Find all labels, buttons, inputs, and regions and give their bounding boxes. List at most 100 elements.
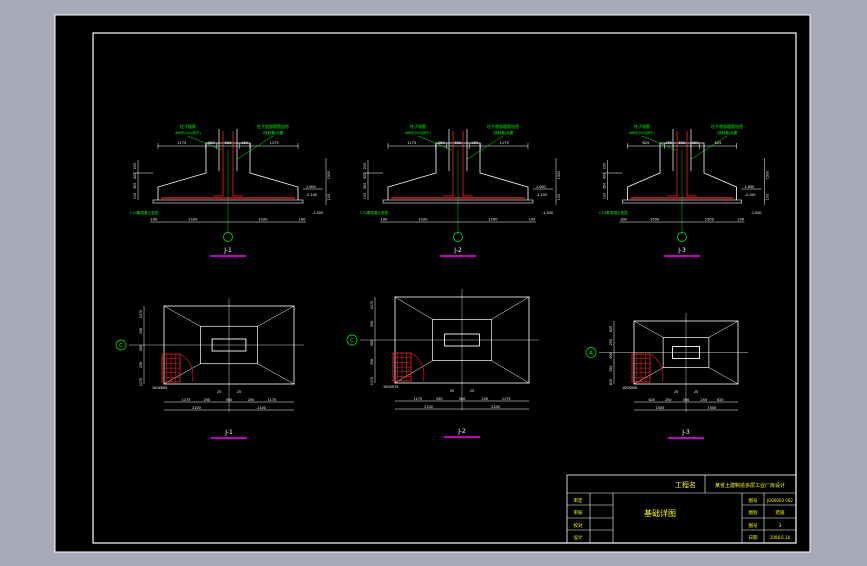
axis-label: C	[119, 343, 123, 349]
elevation-c: -1.500	[542, 211, 553, 215]
left-dim-3: 100	[133, 193, 137, 199]
plan-elevation: 100X500	[622, 386, 637, 390]
callout-right: 柱子底部箍筋加密	[257, 123, 289, 129]
leader	[187, 135, 223, 151]
plan-dim-4: 625	[717, 398, 723, 402]
plan-dim-3: 250	[482, 397, 488, 401]
plan-left-dim-3: 250	[609, 366, 613, 372]
callout-right-sub: (双肢箍)见图	[493, 130, 514, 135]
plan-total-1: 2100	[491, 405, 500, 409]
title-row-2: 校对	[574, 522, 583, 529]
dowel-rebar	[462, 131, 473, 197]
right-dim-1: 100	[327, 194, 331, 200]
section-caption: J-2	[453, 247, 462, 254]
rebar-arc	[410, 352, 425, 382]
plan-left-dim-1: 250	[139, 328, 143, 334]
leader	[235, 135, 274, 161]
top-dim-2: 500	[679, 141, 687, 145]
slope-line	[163, 305, 201, 327]
bottom-dim-0: 100	[381, 218, 389, 222]
left-dim-2: 350	[133, 183, 137, 189]
axis-bubble	[453, 232, 463, 242]
plan-total-0: 2100	[192, 406, 201, 410]
top-dim-3: 250	[692, 141, 700, 145]
plan-left-dim-0: 625	[609, 326, 613, 332]
footing-outline	[387, 142, 529, 200]
plan-left-dim-2: 500	[609, 352, 613, 358]
slope-line	[491, 296, 530, 320]
plan-dim-4: 1175	[268, 398, 277, 402]
plan-dim-2: 500	[459, 397, 465, 401]
top-dim-0: 1175	[407, 141, 416, 145]
slope-line	[394, 296, 433, 320]
plan-left-dim-0: 1175	[370, 301, 374, 309]
plan-left-dim-4: 1175	[370, 377, 374, 385]
left-dim-3: 100	[363, 193, 367, 199]
top-dim-1: 250	[208, 141, 216, 145]
rebar-arc	[649, 353, 664, 383]
plan-dim-1: 250	[665, 398, 671, 402]
axis-bubble	[346, 334, 358, 346]
title-block: 工程名 某省土建制造多层工业厂房设计 基础详图 审定 审核 校对 设计 图号 图…	[566, 474, 797, 544]
plan-left-dim-4: 625	[609, 379, 613, 385]
plan-total-1: 2100	[257, 406, 266, 410]
top-dim-4: 625	[715, 141, 722, 145]
dowel-rebar	[686, 131, 697, 197]
callout-left-sub: Φ8@150(用于)	[175, 130, 201, 135]
plan-dim-0: 625	[648, 398, 654, 402]
callout-left-sub: Φ8@150(用于)	[629, 130, 655, 135]
top-dim-4: 1175	[500, 141, 509, 145]
plan-total-0: 1500	[656, 406, 665, 410]
drawing-frame	[92, 32, 797, 544]
bottom-dim-1: 1500	[650, 218, 660, 222]
callout-left: 柱子插筋	[634, 123, 650, 129]
plan-dim-top-0: 25	[217, 390, 221, 394]
left-dim-0: 200	[602, 163, 606, 169]
title-key-1: 图别	[749, 509, 758, 516]
dowel-rebar	[232, 131, 243, 197]
plan-left-dim-1: 250	[609, 339, 613, 345]
leader	[465, 135, 504, 161]
elevation-a: 1.000	[536, 185, 546, 189]
elevation-b: -2.100	[306, 193, 317, 197]
callout-left: 柱子插筋	[180, 123, 196, 129]
plan-dim-top-1: 25	[694, 390, 698, 394]
slope-line	[257, 305, 295, 327]
slope-line	[708, 367, 739, 385]
elevation-a: 1.000	[306, 185, 316, 189]
plan-left-dim-2: 500	[139, 345, 143, 351]
left-dim-0: 200	[363, 163, 367, 169]
title-row-1: 审核	[574, 509, 583, 516]
right-dim-1: 100	[766, 194, 770, 200]
axis-bubble	[677, 232, 687, 242]
slope-line	[491, 360, 530, 384]
slope-line	[394, 360, 433, 384]
bottom-dim-0: 100	[151, 218, 159, 222]
plan-left-dim-0: 1175	[139, 310, 143, 318]
bottom-dim-2: 1500	[705, 218, 715, 222]
title-val-2: 3	[779, 523, 782, 529]
plan-left-dim-1: 250	[370, 321, 374, 327]
plan-total-1: 1500	[708, 406, 717, 410]
dowel-rebar	[443, 131, 454, 197]
title-key-3: 日期	[749, 535, 758, 541]
top-dim-0: 625	[643, 141, 650, 145]
left-dim-2: 350	[602, 183, 606, 189]
footing-outline	[627, 142, 737, 200]
plan-left-dim-2: 500	[370, 340, 374, 346]
title-key-0: 图号	[749, 498, 758, 504]
plan-left-dim-3: 250	[370, 359, 374, 365]
plan-elevation: 100X575	[383, 385, 398, 389]
plan-dim-top-0: 25	[450, 389, 454, 393]
title-val-1: 结施	[776, 509, 785, 516]
plan-dim-2: 500	[683, 398, 689, 402]
right-dim-1: 100	[557, 194, 561, 200]
bottom-dim-0: 100	[620, 218, 628, 222]
